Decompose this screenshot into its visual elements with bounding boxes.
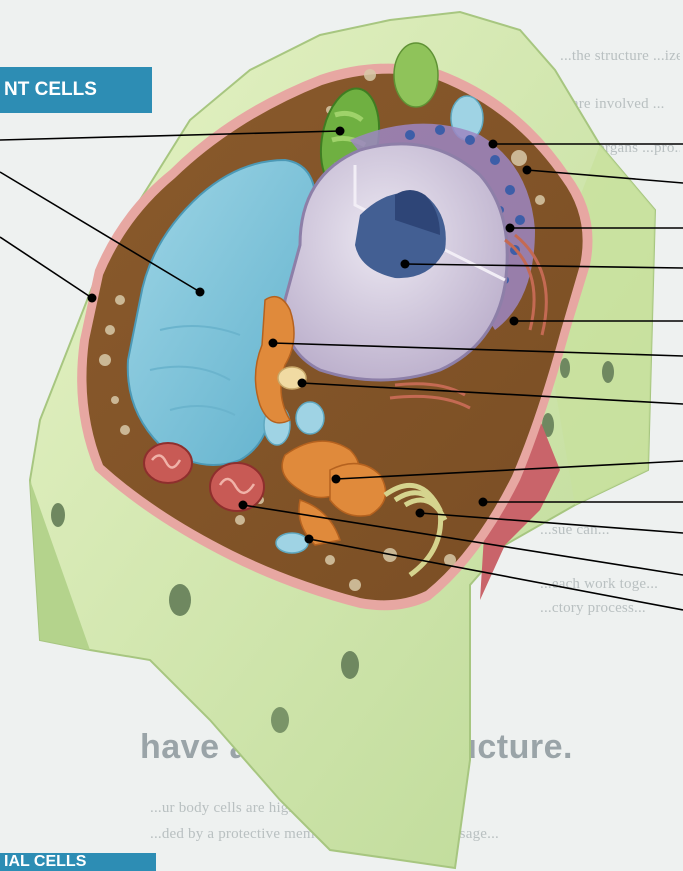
pit-hole: [602, 361, 614, 383]
pit-hole: [271, 707, 289, 733]
pit-hole: [341, 651, 359, 679]
chloroplast: [394, 43, 438, 107]
pit-hole: [51, 503, 65, 527]
leader-line-cell-wall: [0, 237, 92, 298]
pit-hole: [560, 358, 570, 378]
pit-hole: [169, 584, 191, 616]
